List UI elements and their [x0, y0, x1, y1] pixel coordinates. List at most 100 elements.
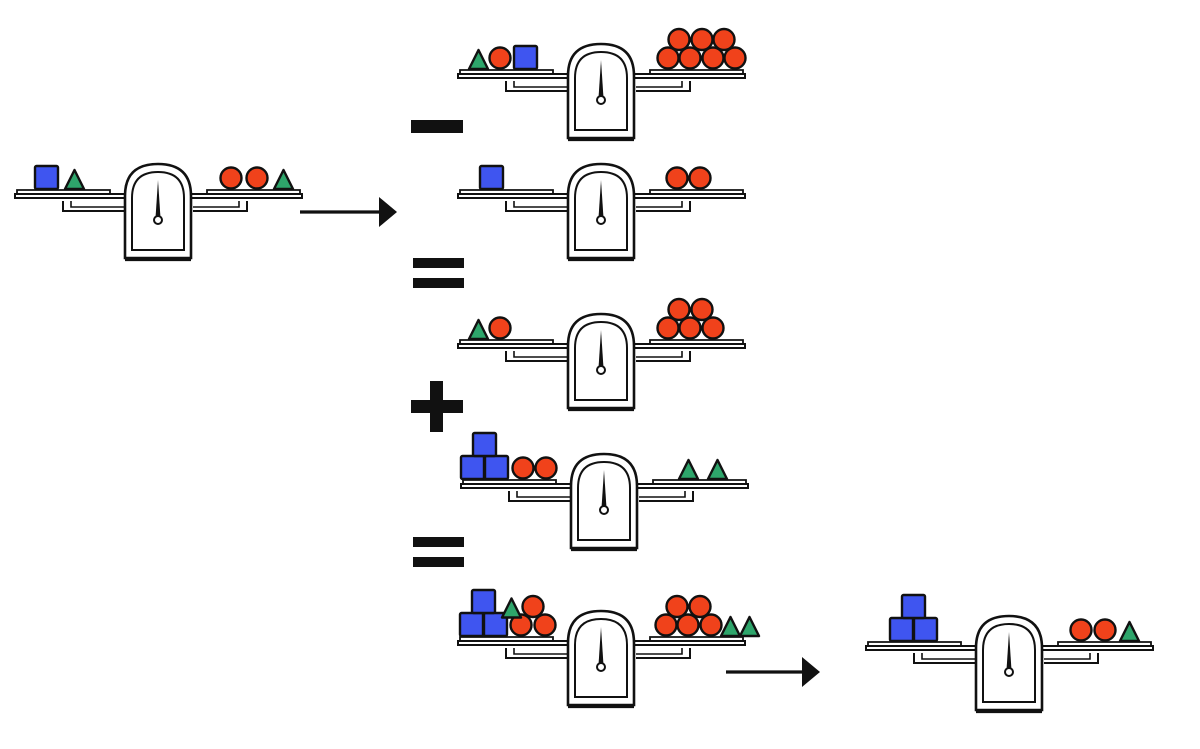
- square-block: [478, 164, 505, 191]
- dial-pivot: [596, 215, 606, 225]
- equals-sign-bottom-bar: [413, 557, 464, 567]
- circle-ball: [688, 166, 712, 190]
- square-block: [33, 164, 60, 191]
- scale-step-2: [457, 162, 746, 262]
- circle-ball: [667, 27, 691, 52]
- beam-bracket: [505, 648, 691, 659]
- dial-pivot: [153, 215, 163, 225]
- square-block: [470, 588, 497, 615]
- equals-sign-bottom-bar: [413, 278, 464, 288]
- circle-ball: [245, 166, 269, 190]
- circle-ball: [656, 316, 680, 340]
- equals-sign-top-bar: [413, 258, 464, 268]
- left-pan: [16, 189, 111, 194]
- triangle-piece: [63, 168, 86, 191]
- circle-ball: [521, 594, 545, 619]
- dial-pivot: [596, 365, 606, 375]
- dial-pivot: [596, 95, 606, 105]
- beam-bracket-inner: [513, 81, 683, 88]
- dial-needle: [1006, 632, 1012, 670]
- dial-pivot: [596, 662, 606, 672]
- beam-bracket-inner: [513, 201, 683, 208]
- right-pan: [649, 339, 744, 344]
- left-pan: [459, 189, 554, 194]
- right-pan: [649, 69, 744, 74]
- square-block: [483, 454, 510, 481]
- circle-ball: [488, 46, 512, 70]
- plus-sign-vertical: [430, 381, 443, 432]
- beam-bracket-inner: [921, 653, 1091, 660]
- circle-ball: [665, 166, 689, 190]
- circle-ball: [1069, 618, 1093, 642]
- circle-ball: [723, 46, 747, 70]
- left-pan: [459, 339, 554, 344]
- triangle-piece: [719, 615, 742, 638]
- right-pan: [206, 189, 301, 194]
- arrow-to-steps: [300, 197, 397, 227]
- circle-ball: [699, 613, 723, 637]
- right-pan: [652, 479, 747, 484]
- circle-ball: [1093, 618, 1117, 642]
- beam-bracket-inner: [513, 648, 683, 655]
- scale-step-5: [457, 588, 761, 709]
- circle-ball: [676, 613, 700, 637]
- beam-bracket: [508, 491, 694, 502]
- circle-ball: [511, 456, 535, 480]
- left-pan: [459, 69, 554, 74]
- arrow-head: [379, 197, 397, 227]
- dial-needle: [598, 180, 604, 218]
- beam-bracket: [505, 81, 691, 92]
- circle-ball: [690, 297, 714, 322]
- circle-ball: [678, 46, 702, 70]
- scale-step-3: [457, 297, 746, 412]
- circle-ball: [665, 594, 689, 619]
- scale-step-4: [459, 431, 749, 552]
- triangle-piece: [1118, 620, 1141, 643]
- square-block: [471, 431, 498, 458]
- dial-needle: [601, 470, 607, 508]
- dial-pivot: [1004, 667, 1014, 677]
- beam-bracket: [913, 653, 1099, 664]
- scale-step-1: [457, 27, 747, 142]
- beam-bracket-inner: [516, 491, 686, 498]
- scale-result: [865, 593, 1154, 714]
- arrow-to-result: [726, 657, 820, 687]
- left-pan: [462, 479, 557, 484]
- triangle-piece: [500, 597, 523, 619]
- arrow-head: [802, 657, 820, 687]
- operator-column: [411, 120, 464, 567]
- circle-ball: [534, 456, 558, 480]
- dial-needle: [598, 60, 604, 98]
- square-block: [458, 611, 485, 638]
- square-block: [512, 44, 539, 71]
- dial-needle: [598, 330, 604, 368]
- circle-ball: [533, 613, 557, 637]
- right-pan: [649, 636, 744, 641]
- circle-ball: [656, 46, 680, 70]
- triangle-piece: [272, 168, 295, 191]
- square-block: [912, 616, 939, 643]
- square-block: [900, 593, 927, 620]
- square-block: [888, 616, 915, 643]
- dial-needle: [598, 627, 604, 665]
- circle-ball: [219, 166, 243, 190]
- dial-needle: [155, 180, 161, 218]
- triangle-piece: [677, 458, 700, 481]
- circle-ball: [488, 316, 512, 340]
- scale-start: [14, 162, 303, 262]
- triangle-piece: [706, 458, 729, 481]
- circle-ball: [688, 594, 712, 619]
- circle-ball: [678, 316, 702, 340]
- square-block: [459, 454, 486, 481]
- circle-ball: [701, 46, 725, 70]
- circle-ball: [509, 613, 533, 637]
- beam-bracket: [505, 351, 691, 362]
- triangle-piece: [467, 318, 490, 341]
- triangle-piece: [738, 615, 761, 638]
- circle-ball: [667, 297, 691, 322]
- minus-sign: [411, 120, 463, 133]
- circle-ball: [712, 27, 736, 52]
- equals-sign-top-bar: [413, 537, 464, 547]
- dial-pivot: [599, 505, 609, 515]
